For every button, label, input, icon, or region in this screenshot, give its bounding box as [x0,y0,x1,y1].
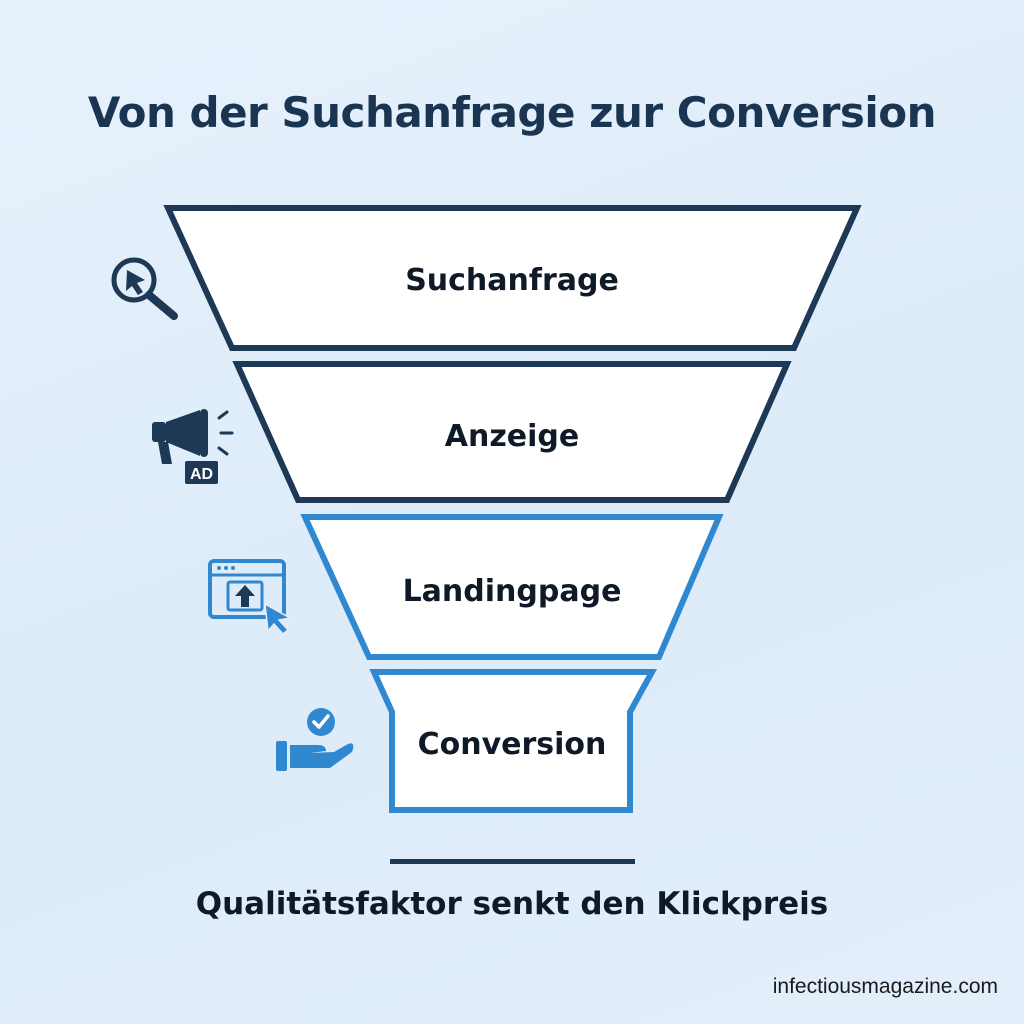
hand-check-icon [276,708,354,771]
funnel-segment [369,669,658,813]
browser-upload-icon [208,559,293,636]
funnel-stage-conversion: Conversion [369,669,658,813]
megaphone-ad-icon: AD [152,409,234,484]
stage-label-landingpage: Landingpage [403,574,622,609]
search-cursor-icon [111,257,178,320]
watermark-text: infectiousmagazine.com [772,975,998,998]
funnel-segment [232,361,792,503]
funnel-stage-suchanfrage: Suchanfrage [163,205,862,351]
page-title: Von der Suchanfrage zur Conversion [87,88,937,137]
funnel-stage-landingpage: Landingpage [300,514,724,660]
divider-line [390,859,635,864]
caption-text: Qualitätsfaktor senkt den Klickpreis [195,886,829,922]
stage-label-suchanfrage: Suchanfrage [405,263,619,298]
ad-badge-label: AD [190,466,213,483]
stage-label-conversion: Conversion [418,727,607,762]
funnel-segment [163,205,862,351]
funnel-segment [300,514,724,660]
stage-label-anzeige: Anzeige [445,419,580,454]
funnel-stage-anzeige: Anzeige [232,361,792,503]
